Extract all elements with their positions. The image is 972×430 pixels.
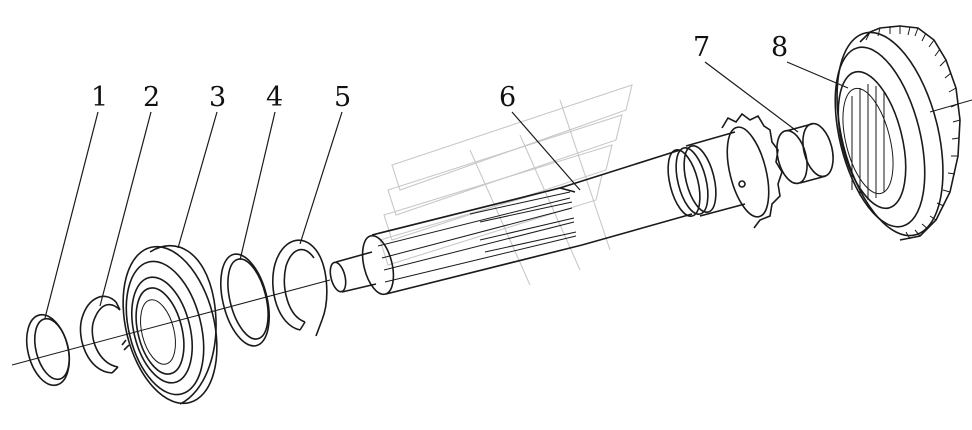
callout-7: 7 (693, 32, 710, 63)
part-1-ring (25, 313, 71, 387)
callout-3: 3 (209, 82, 226, 113)
callout-4: 4 (266, 82, 283, 113)
part-3-bearing (122, 244, 218, 405)
part-8-gear (834, 25, 961, 241)
part-2-snap-ring (79, 295, 130, 374)
part-5-snap-ring (272, 239, 328, 337)
part-6-splined-shaft (329, 112, 783, 296)
callout-6: 6 (499, 82, 516, 113)
leader-lines (44, 61, 849, 319)
callout-8: 8 (771, 32, 788, 63)
watermark-logo (379, 84, 633, 286)
callout-5: 5 (334, 82, 351, 113)
callout-labels: 1 2 3 4 5 6 7 8 (91, 32, 788, 113)
part-7-bushing (776, 122, 834, 185)
part-4-ring (220, 253, 270, 347)
center-axis (11, 99, 972, 366)
callout-2: 2 (143, 82, 160, 113)
callout-1: 1 (91, 82, 108, 113)
